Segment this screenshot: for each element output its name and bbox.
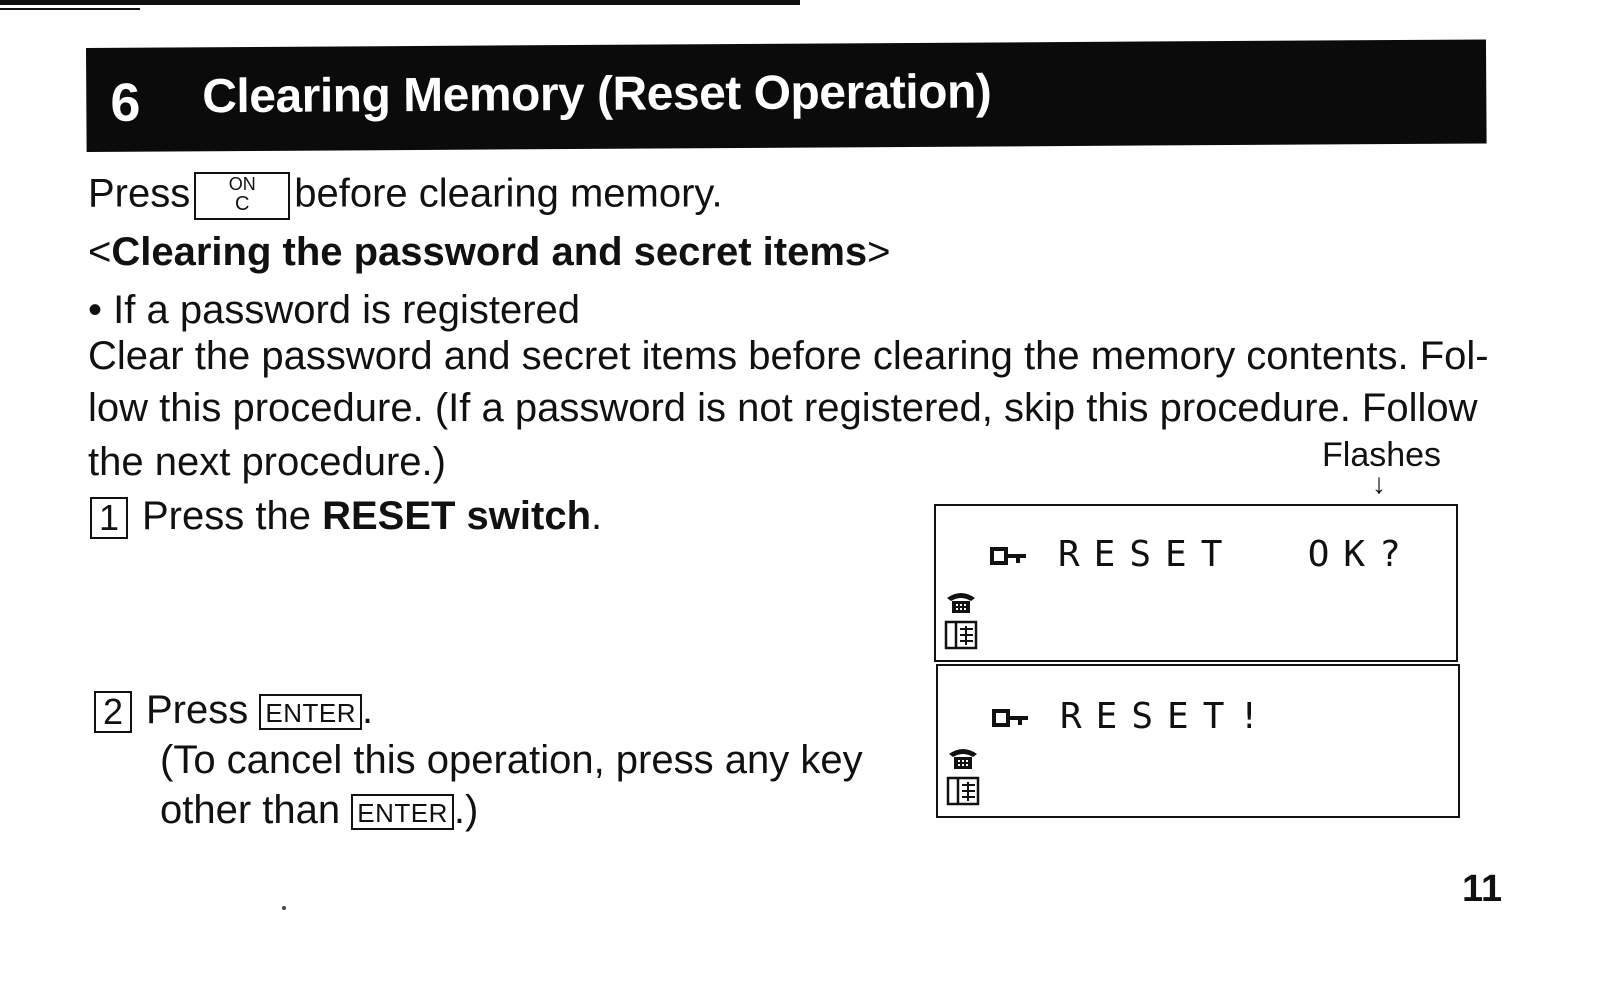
intro-after: before clearing memory.: [294, 171, 723, 216]
step-2-note-before: other than: [160, 788, 341, 832]
key-icon: [990, 547, 1026, 565]
subheading-text: Clearing the password and secret items: [111, 230, 868, 274]
condition-bullet: •: [88, 288, 103, 332]
step-1-text-after: .: [591, 494, 603, 538]
intro-press: Press: [88, 171, 191, 216]
enter-key: ENTER: [259, 694, 362, 731]
step-1-number: 1: [90, 497, 128, 540]
subheading-open: <: [88, 230, 112, 274]
step-2: 2 Press ENTER.: [94, 688, 374, 734]
top-rule-short: [0, 8, 140, 10]
enter-key-note: ENTER: [351, 794, 454, 831]
step-1-text-bold: RESET switch: [322, 494, 592, 538]
lcd-2-text: RESET!: [1060, 696, 1275, 737]
paragraph-line-1: Clear the password and secret items befo…: [88, 334, 1489, 378]
step-2-note-line-2: other than ENTER.): [160, 788, 479, 832]
step-2-note-line-1: (To cancel this operation, press any key: [160, 738, 863, 782]
on-c-key-top: ON: [228, 174, 256, 194]
lcd-display-1: RESET OK?: [934, 504, 1458, 662]
address-book-icon: [946, 776, 980, 806]
paragraph-line-2: low this procedure. (If a password is no…: [88, 386, 1478, 430]
lcd-display-2: RESET!: [936, 664, 1460, 818]
condition: • If a password is registered: [88, 290, 580, 330]
section-title: Clearing Memory (Reset Operation): [202, 65, 992, 124]
on-c-key-bottom: C: [235, 193, 250, 215]
paragraph-line-3: the next procedure.): [88, 440, 446, 484]
section-header: 6 Clearing Memory (Reset Operation): [86, 39, 1487, 152]
key-icon: [992, 709, 1028, 727]
step-2-press: Press: [146, 688, 249, 732]
address-book-icon: [944, 620, 978, 650]
lcd-1-text: RESET OK?: [1058, 534, 1415, 575]
flashes-label: Flashes: [1322, 436, 1442, 474]
page-number: 11: [1462, 868, 1503, 910]
phone-icon: [949, 749, 977, 769]
step-1-text-before: Press the: [142, 494, 323, 538]
step-1: 1 Press the RESET switch.: [90, 494, 603, 540]
step-2-note-after: .): [453, 788, 479, 832]
condition-text: If a password is registered: [113, 288, 581, 332]
subheading-close: >: [867, 230, 891, 274]
step-2-number: 2: [94, 691, 132, 734]
speck: [282, 906, 286, 910]
subheading: <Clearing the password and secret items>: [88, 232, 891, 272]
step-2-after: .: [362, 688, 374, 732]
top-rule: [0, 0, 800, 5]
flashes-arrow: ↓: [1372, 468, 1386, 499]
phone-icon: [947, 593, 975, 613]
section-number: 6: [110, 72, 141, 133]
